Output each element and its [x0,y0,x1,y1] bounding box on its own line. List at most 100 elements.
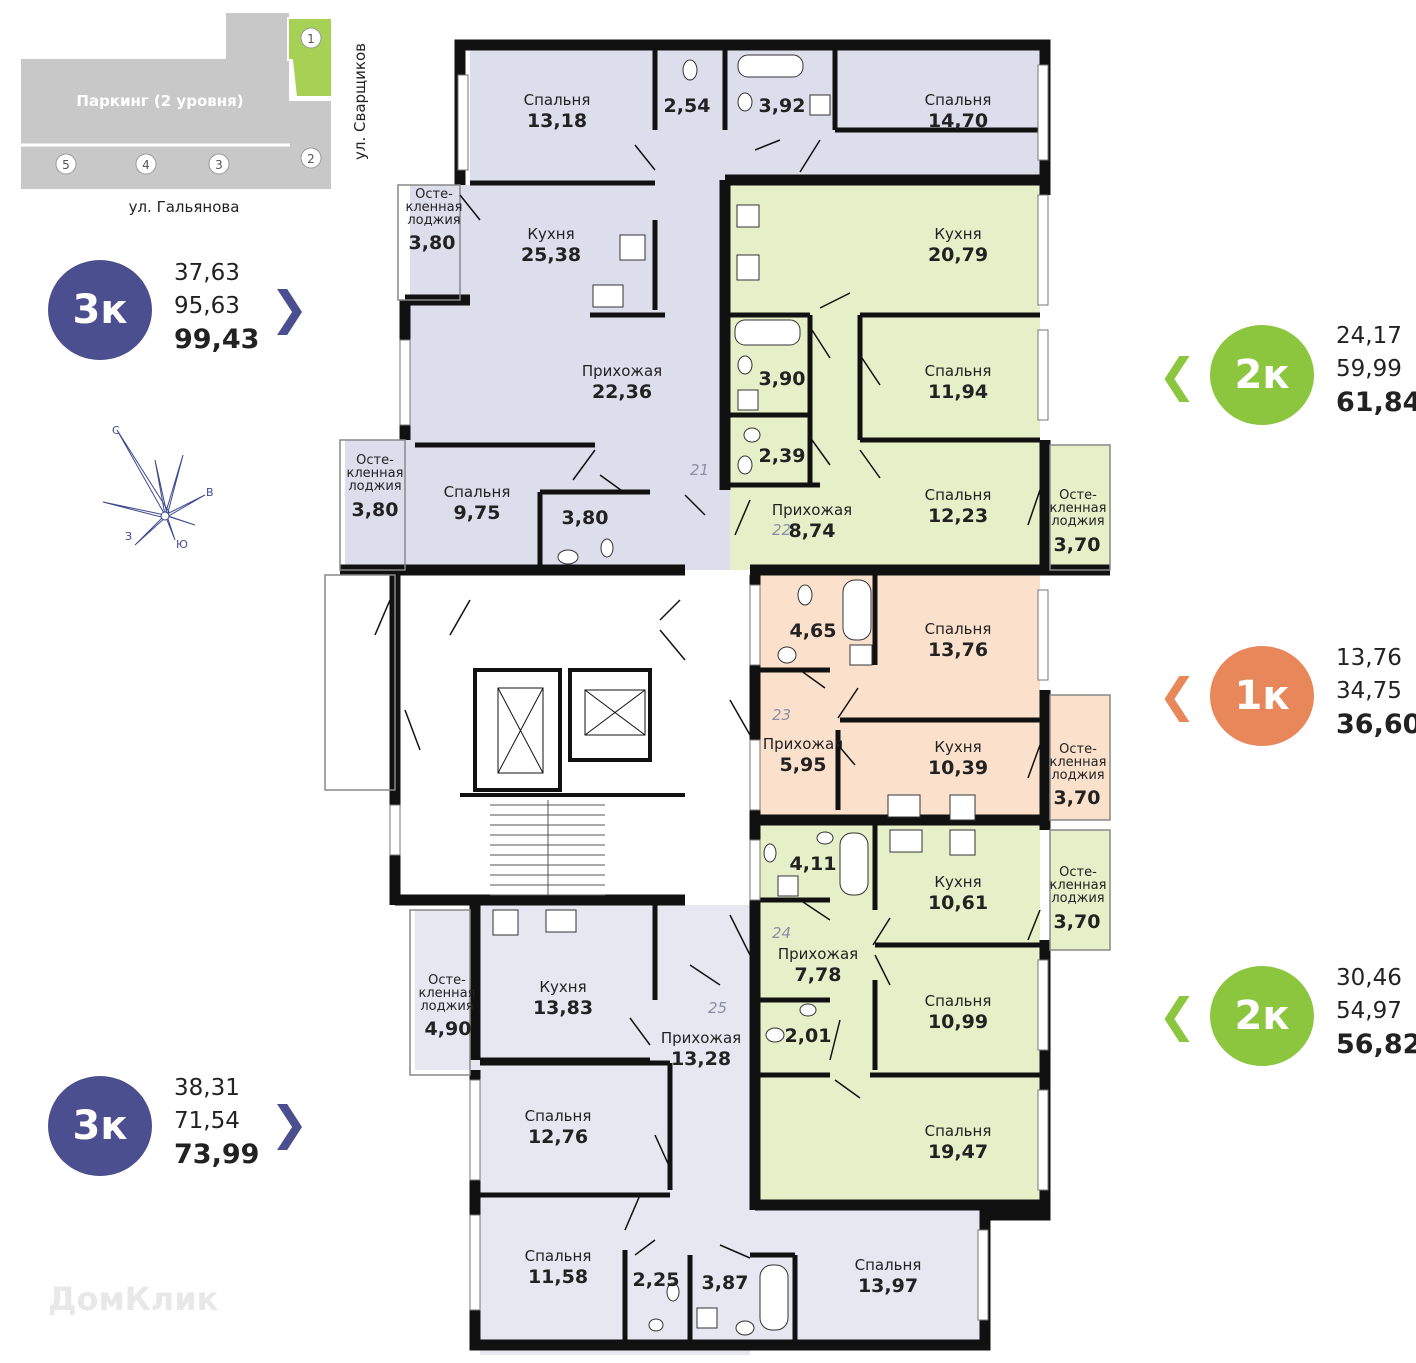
svg-text:8,74: 8,74 [789,520,836,542]
svg-text:3,70: 3,70 [1054,787,1101,809]
apt-badge-3k-top[interactable]: 3к [48,260,152,360]
svg-text:Прихожая: Прихожая [778,945,858,963]
apt-number-21: 21 [690,461,709,479]
room-area: 3,92 [759,95,806,117]
apt-number-23: 23 [772,706,791,724]
room-name: Спальня [524,91,591,109]
svg-text:20,79: 20,79 [928,244,988,266]
svg-text:Кухня: Кухня [934,873,981,891]
svg-text:Прихожая: Прихожая [763,735,843,753]
svg-text:3,80: 3,80 [352,499,399,521]
apt-stats-2k-top: 24,17 59,99 61,84 [1336,323,1416,418]
fixtures [492,54,976,1336]
svg-text:Спальня: Спальня [444,483,511,501]
apt-badge-1k[interactable]: 1к [1210,646,1314,746]
svg-text:4,11: 4,11 [790,853,837,875]
svg-text:Спальня: Спальня [925,992,992,1010]
compass-rose [102,429,206,546]
svg-text:3,87: 3,87 [702,1272,749,1294]
chevron-left-icon[interactable]: ❮ [1158,668,1197,722]
svg-text:5: 5 [62,158,70,172]
room-area: 2,54 [664,95,711,117]
svg-text:Спальня: Спальня [855,1256,922,1274]
svg-text:2: 2 [307,152,315,166]
apt-number-24: 24 [772,924,791,942]
svg-text:10,39: 10,39 [928,757,988,779]
room-area: 13,18 [527,110,587,132]
apt-badge-2k-bottom[interactable]: 2к [1210,966,1314,1066]
chevron-left-icon[interactable]: ❮ [1158,988,1197,1042]
loggia-label: Осте- кленная лоджия [1049,865,1107,906]
svg-text:2,01: 2,01 [785,1025,832,1047]
svg-text:Кухня: Кухня [934,738,981,756]
svg-text:Спальня: Спальня [525,1247,592,1265]
svg-text:4,65: 4,65 [790,620,837,642]
apt-badge-2k-top[interactable]: 2к [1210,325,1314,425]
compass-w: З [125,530,133,543]
loggia-label: Осте- кленная лоджия [1049,742,1107,783]
street-right: ул. Сварщиков [351,43,369,160]
room-area: 14,70 [928,110,988,132]
svg-text:9,75: 9,75 [454,502,501,524]
svg-text:4: 4 [142,158,150,172]
svg-text:13,76: 13,76 [928,639,988,661]
svg-text:Спальня: Спальня [925,1122,992,1140]
compass-s: Ю [176,538,188,551]
chevron-right-icon[interactable]: ❯ [270,1096,309,1150]
svg-text:Спальня: Спальня [925,486,992,504]
loggia-label: Осте- кленная лоджия [418,973,476,1014]
apt-23-area[interactable] [760,570,1040,820]
svg-text:11,58: 11,58 [528,1266,588,1288]
loggia-label: Осте- кленная лоджия [405,187,463,228]
svg-text:25,38: 25,38 [521,244,581,266]
apt-badge-3k-bottom[interactable]: 3к [48,1076,152,1176]
svg-text:3,70: 3,70 [1054,534,1101,556]
svg-text:3,80: 3,80 [409,232,456,254]
svg-text:Спальня: Спальня [525,1107,592,1125]
svg-text:10,61: 10,61 [928,892,988,914]
svg-text:12,76: 12,76 [528,1126,588,1148]
apt-22-area[interactable] [730,185,1040,570]
svg-text:2,25: 2,25 [633,1269,680,1291]
svg-text:3: 3 [215,158,223,172]
svg-text:Кухня: Кухня [527,225,574,243]
street-bottom: ул. Гальянова [129,198,240,216]
svg-text:Кухня: Кухня [539,978,586,996]
section-1: 1 [307,32,315,46]
apt-stats-3k-bottom: 38,31 71,54 73,99 [174,1075,260,1170]
svg-text:3,90: 3,90 [759,368,806,390]
room-name: Спальня [925,91,992,109]
compass-n: С [112,424,120,437]
chevron-right-icon[interactable]: ❯ [270,281,309,335]
svg-text:Прихожая: Прихожая [582,362,662,380]
svg-text:12,23: 12,23 [928,505,988,527]
svg-text:Кухня: Кухня [934,225,981,243]
apt-stats-1k: 13,76 34,75 36,60 [1336,645,1416,740]
svg-text:13,28: 13,28 [671,1048,731,1070]
apt-number-22: 22 [772,521,791,539]
svg-text:11,94: 11,94 [928,381,988,403]
site-minimap: 1 2 3 4 5 Паркинг (2 уровня) ул. Гальяно… [19,11,369,216]
loggia-label: Осте- кленная лоджия [1049,488,1107,529]
apt-number-25: 25 [708,999,727,1017]
svg-text:Прихожая: Прихожая [772,501,852,519]
svg-text:5,95: 5,95 [780,754,827,776]
svg-text:Спальня: Спальня [925,620,992,638]
svg-text:3,80: 3,80 [562,507,609,529]
apt-24-area[interactable] [760,820,1040,1210]
chevron-left-icon[interactable]: ❮ [1158,348,1197,402]
svg-text:4,90: 4,90 [425,1018,472,1040]
svg-text:2,39: 2,39 [759,445,806,467]
watermark-logo: ДомКлик [48,1280,219,1318]
compass-e: В [206,486,214,499]
svg-text:13,83: 13,83 [533,997,593,1019]
svg-text:10,99: 10,99 [928,1011,988,1033]
svg-text:19,47: 19,47 [928,1141,988,1163]
loggia-label: Осте- кленная лоджия [346,453,404,494]
svg-text:Прихожая: Прихожая [661,1029,741,1047]
svg-text:13,97: 13,97 [858,1275,918,1297]
svg-text:Спальня: Спальня [925,362,992,380]
svg-text:22,36: 22,36 [592,381,652,403]
svg-text:7,78: 7,78 [795,964,842,986]
